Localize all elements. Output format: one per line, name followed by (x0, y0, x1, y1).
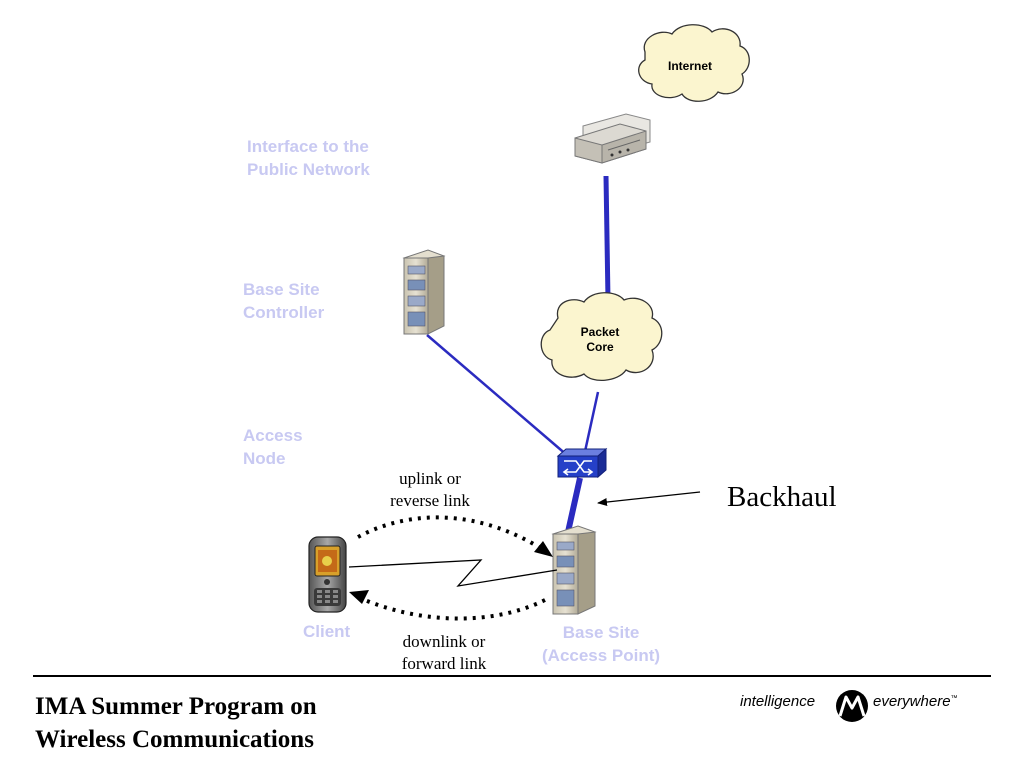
motorola-logo-icon (836, 690, 868, 722)
router-icon (574, 113, 651, 164)
tagline-right-text: everywhere (873, 693, 951, 710)
backhaul-label: Backhaul (727, 481, 837, 513)
interface-layer-label: Interface to the Public Network (247, 137, 370, 179)
downlink-arrow (359, 596, 546, 621)
packet-core-cloud-icon (540, 292, 663, 381)
internet-label: Internet (667, 59, 712, 73)
uplink-arrowhead (534, 541, 553, 557)
uplink-label: uplink or reverse link (390, 469, 470, 510)
base-site-rack-icon (551, 525, 597, 615)
internet-cloud-icon (638, 24, 750, 102)
controller-layer-label: Base Site Controller (243, 280, 325, 322)
footer-program-title: IMA Summer Program on Wireless Communica… (35, 693, 317, 753)
core-to-switch-link (582, 391, 600, 457)
switch-icon (556, 447, 608, 479)
downlink-arrowhead (349, 590, 369, 604)
downlink-label: downlink or forward link (401, 632, 487, 673)
backhaul-link (565, 477, 583, 533)
core-to-router-link (603, 175, 611, 301)
tagline-left: intelligence (740, 693, 816, 710)
backhaul-pointer-arrow (597, 491, 701, 507)
base-site-label: Base Site (Access Point) (542, 623, 661, 665)
trademark-symbol: ™ (950, 695, 958, 702)
radio-link (348, 559, 558, 587)
client-label: Client (303, 622, 351, 641)
mobile-phone-icon (308, 536, 347, 613)
controller-to-switch-link (426, 334, 569, 457)
uplink-arrow (357, 515, 547, 553)
tagline-right: everywhere™ (873, 693, 958, 710)
access-node-layer-label: Access Node (243, 426, 303, 468)
footer-divider (33, 675, 991, 677)
base-site-controller-rack-icon (402, 249, 446, 335)
packet-core-label: Packet Core (580, 325, 620, 354)
